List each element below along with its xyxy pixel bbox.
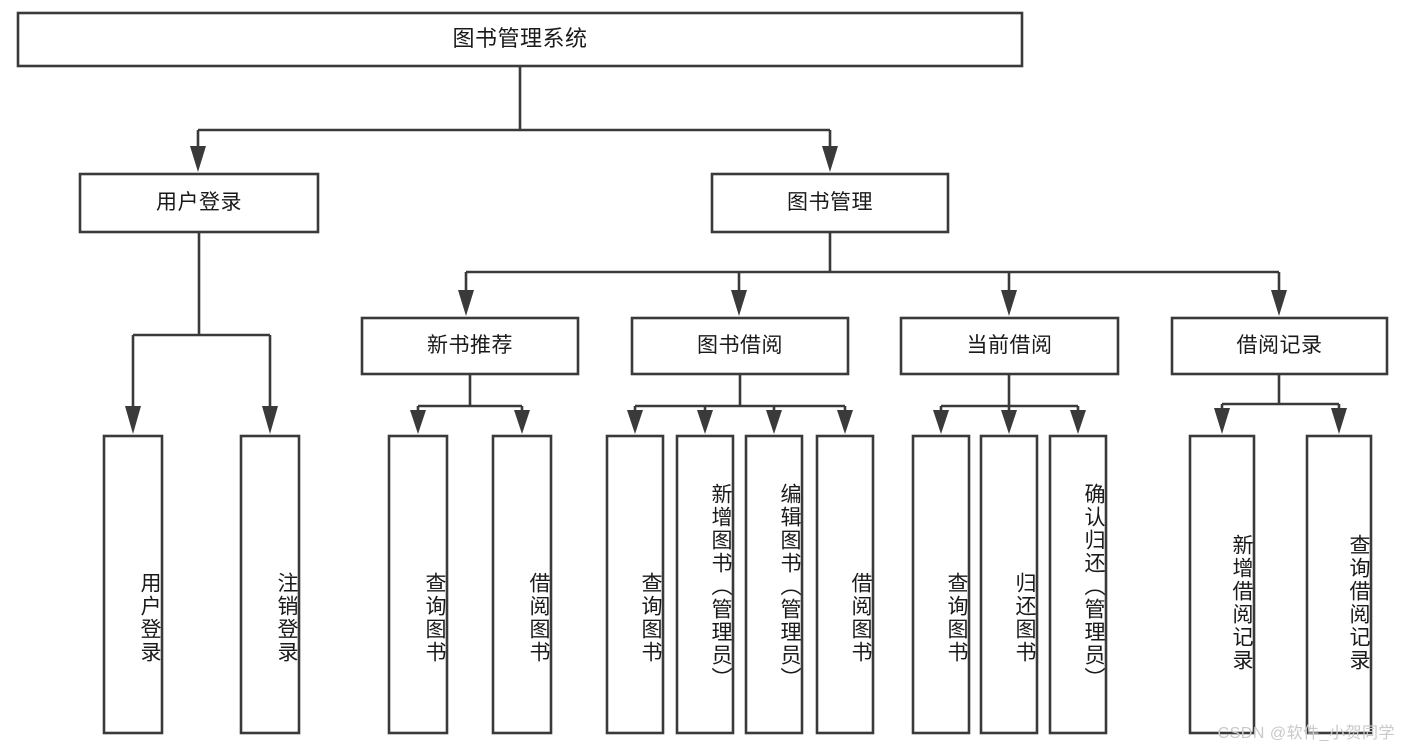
arrowhead-currentborrow-leaf-2	[1001, 410, 1017, 434]
leaf-box-bookborrow-1[interactable]	[605, 434, 665, 735]
leaf-box-bookborrow-2[interactable]	[675, 434, 735, 735]
node-box-root[interactable]	[16, 11, 1024, 68]
arrowhead-borrowrecord-leaf-2	[1331, 408, 1347, 434]
arrowhead-bookborrow-leaf-3	[766, 410, 782, 434]
arrowhead-to-current-borrow	[1001, 290, 1017, 316]
leaf-box-borrowrecord-2[interactable]	[1305, 434, 1373, 735]
leaf-box-user-login-1[interactable]	[102, 434, 164, 735]
node-box-borrow-record[interactable]	[1170, 316, 1389, 376]
node-box-current-borrow[interactable]	[899, 316, 1120, 376]
arrowhead-bookborrow-leaf-1	[627, 410, 643, 434]
arrowhead-user-login-leaf-1	[125, 406, 141, 434]
arrowhead-to-new-book	[458, 290, 474, 316]
leaf-box-user-login-2[interactable]	[239, 434, 301, 735]
leaf-box-newbook-1[interactable]	[387, 434, 449, 735]
arrowhead-user-login-leaf-2	[262, 406, 278, 434]
arrowhead-borrowrecord-leaf-1	[1214, 408, 1230, 434]
leaf-box-bookborrow-4[interactable]	[815, 434, 875, 735]
arrowhead-to-book-borrow	[731, 290, 747, 316]
leaf-box-borrowrecord-1[interactable]	[1188, 434, 1256, 735]
arrowhead-currentborrow-leaf-1	[933, 410, 949, 434]
leaf-box-currentborrow-1[interactable]	[911, 434, 971, 735]
arrowhead-bookborrow-leaf-4	[837, 410, 853, 434]
arrowhead-to-user-login	[190, 146, 206, 172]
node-box-user-login[interactable]	[78, 172, 320, 234]
arrowhead-to-book-manage	[822, 146, 838, 172]
arrowhead-newbook-leaf-1	[410, 410, 426, 434]
leaf-box-currentborrow-2[interactable]	[979, 434, 1039, 735]
leaf-box-currentborrow-3[interactable]	[1048, 434, 1108, 735]
leaf-box-bookborrow-3[interactable]	[744, 434, 804, 735]
leaf-box-newbook-2[interactable]	[491, 434, 553, 735]
arrowhead-bookborrow-leaf-2	[697, 410, 713, 434]
arrowhead-to-borrow-record	[1271, 290, 1287, 316]
arrowhead-currentborrow-leaf-3	[1070, 410, 1086, 434]
node-box-book-borrow[interactable]	[630, 316, 850, 376]
arrowhead-newbook-leaf-2	[514, 410, 530, 434]
node-box-new-book-recommend[interactable]	[360, 316, 580, 376]
node-box-book-manage[interactable]	[710, 172, 950, 234]
